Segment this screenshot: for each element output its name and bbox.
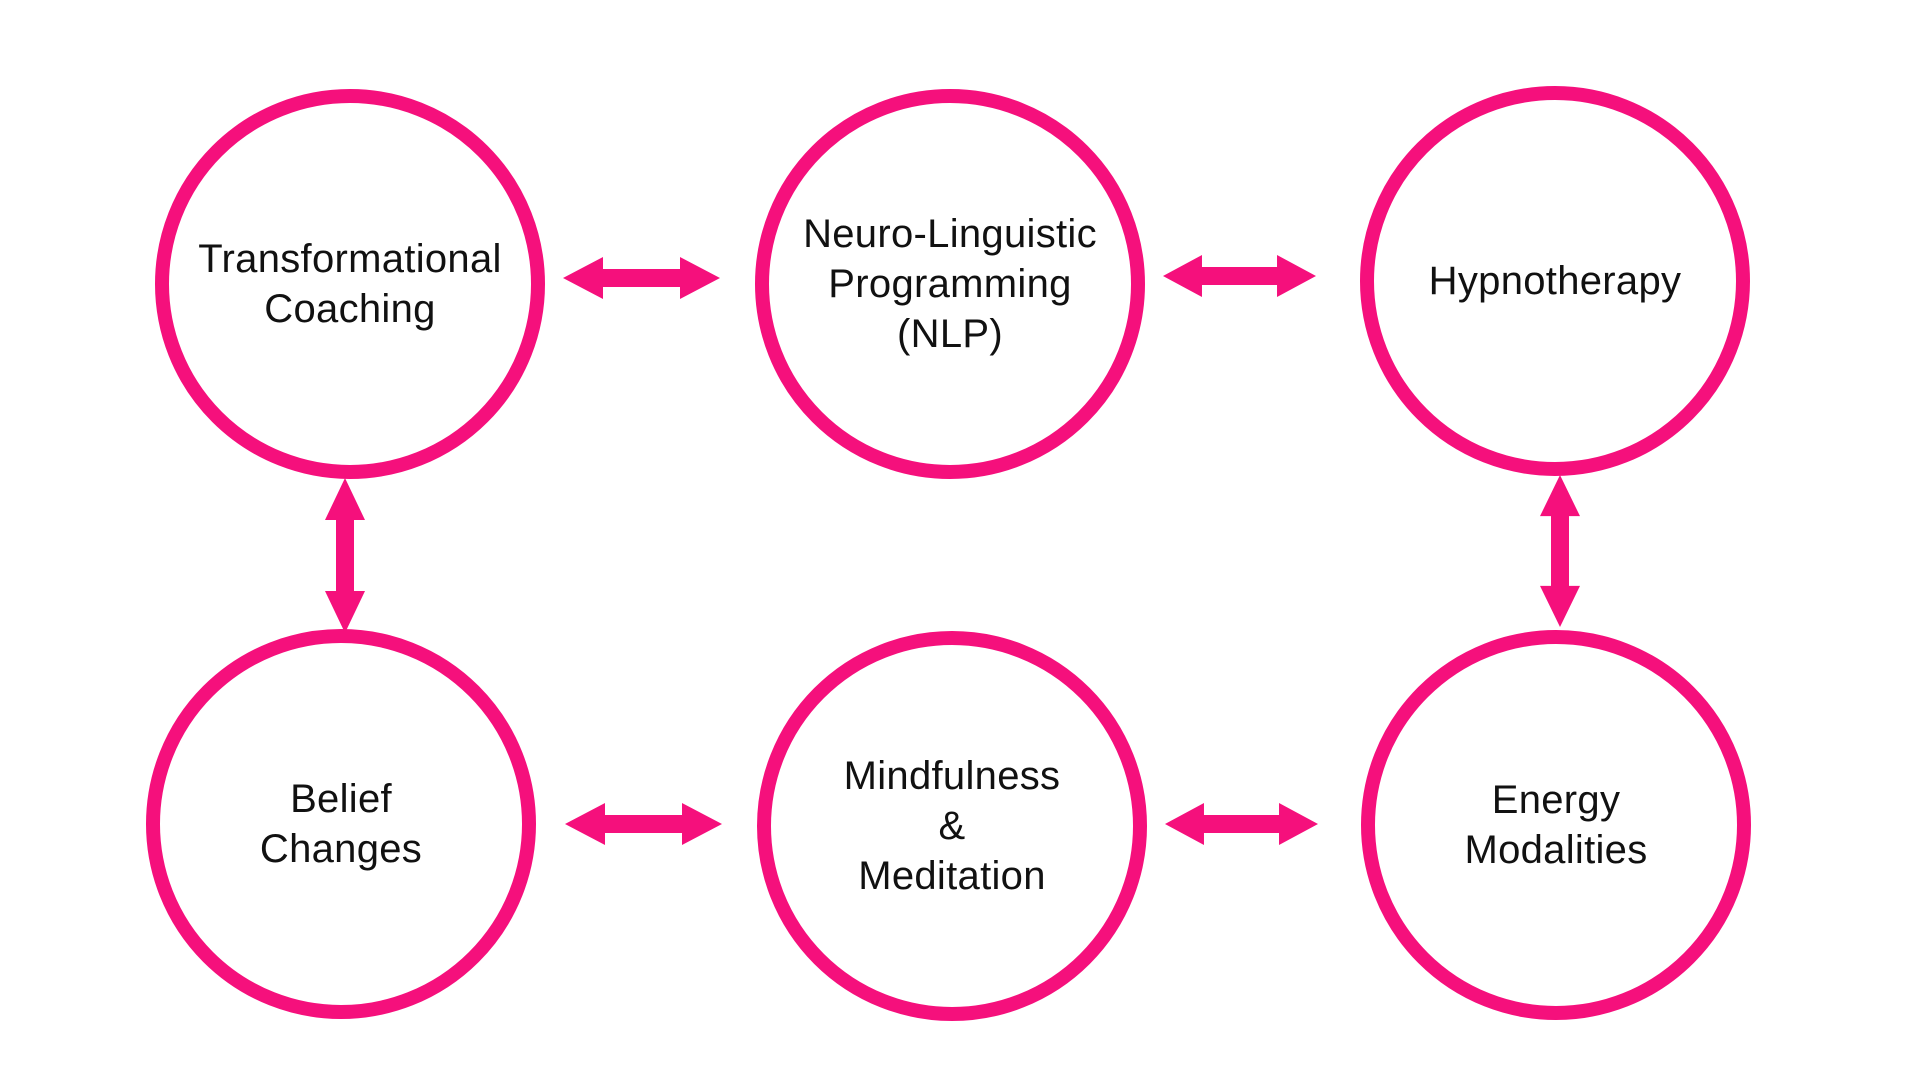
- double-arrow-horizontal-icon: [1163, 255, 1316, 297]
- node-label-line: Mindfulness: [843, 754, 1061, 798]
- arrow-belief-changes-mindfulness: [565, 802, 722, 846]
- arrow-coaching-belief-changes: [323, 478, 367, 633]
- node-energy-modalities: Energy Modalities: [1361, 630, 1751, 1020]
- node-belief-changes: Belief Changes: [146, 629, 536, 1019]
- node-label-line: Coaching: [264, 287, 436, 331]
- node-label-line: Energy: [1491, 778, 1621, 822]
- node-label-line: Neuro-Linguistic: [803, 212, 1097, 256]
- double-arrow-vertical-icon: [325, 478, 365, 633]
- node-label-line: Modalities: [1464, 828, 1648, 872]
- arrow-mindfulness-energy-modalities: [1165, 802, 1318, 846]
- double-arrow-horizontal-icon: [565, 803, 722, 845]
- node-transformational-coaching: Transformational Coaching: [155, 89, 545, 479]
- node-label-line: Belief: [290, 777, 392, 821]
- node-label-line: Transformational: [198, 237, 502, 281]
- node-label-line: Hypnotherapy: [1428, 259, 1682, 303]
- arrow-hypnotherapy-energy-modalities: [1538, 475, 1582, 627]
- double-arrow-vertical-icon: [1540, 475, 1580, 627]
- node-label-line: Programming: [828, 262, 1072, 306]
- node-label-line: Changes: [259, 827, 423, 871]
- node-label-line: Meditation: [858, 854, 1046, 898]
- double-arrow-horizontal-icon: [1165, 803, 1318, 845]
- arrow-coaching-nlp: [563, 256, 720, 300]
- arrow-nlp-hypnotherapy: [1163, 254, 1316, 298]
- node-hypnotherapy: Hypnotherapy: [1360, 86, 1750, 476]
- node-label-line: &: [938, 804, 966, 848]
- node-neuro-linguistic-programming: Neuro-Linguistic Programming (NLP): [755, 89, 1145, 479]
- node-label-line: (NLP): [897, 312, 1003, 356]
- node-mindfulness-meditation: Mindfulness & Meditation: [757, 631, 1147, 1021]
- double-arrow-horizontal-icon: [563, 257, 720, 299]
